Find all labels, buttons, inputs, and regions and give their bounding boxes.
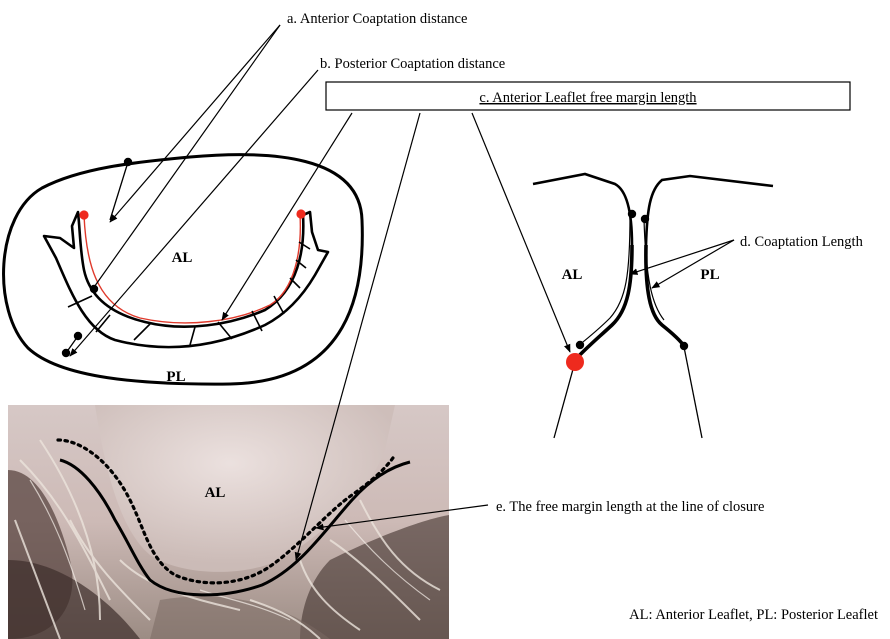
posterior-leaflet-outline	[44, 212, 328, 347]
section-al-label: AL	[562, 267, 583, 283]
label-anterior-coaptation: a. Anterior Coaptation distance	[287, 11, 467, 27]
annulus-outline	[4, 155, 363, 384]
posterior-leaflet-section	[646, 245, 684, 346]
anterior-leaflet-inner	[578, 215, 630, 346]
leader-d-2	[652, 240, 734, 288]
annulus-red-endpoint-right	[296, 209, 305, 218]
valve-photograph	[8, 405, 449, 639]
section-view	[533, 174, 773, 438]
label-posterior-coaptation: b. Posterior Coaptation distance	[320, 56, 505, 72]
anterior-leaflet-section	[575, 245, 632, 360]
annulus-red-endpoint-left	[79, 210, 88, 219]
section-annulus-line	[533, 174, 632, 245]
photo-al-label: AL	[205, 485, 226, 501]
leader-a	[110, 25, 280, 222]
free-margin-red-curve	[84, 215, 300, 323]
leader-b	[70, 70, 318, 356]
leader-c-right	[472, 113, 570, 352]
label-coaptation-length: d. Coaptation Length	[740, 234, 864, 250]
section-pl-label: PL	[700, 267, 719, 283]
label-free-margin-closure: e. The free margin length at the line of…	[496, 499, 764, 515]
annulus-view	[4, 155, 363, 384]
label-anterior-free-margin: c. Anterior Leaflet free margin length	[479, 90, 697, 106]
annulus-pl-label: PL	[166, 369, 185, 385]
section-red-endpoint	[566, 353, 584, 371]
legend-text: AL: Anterior Leaflet, PL: Posterior Leaf…	[629, 607, 878, 623]
annulus-al-label: AL	[172, 250, 193, 266]
